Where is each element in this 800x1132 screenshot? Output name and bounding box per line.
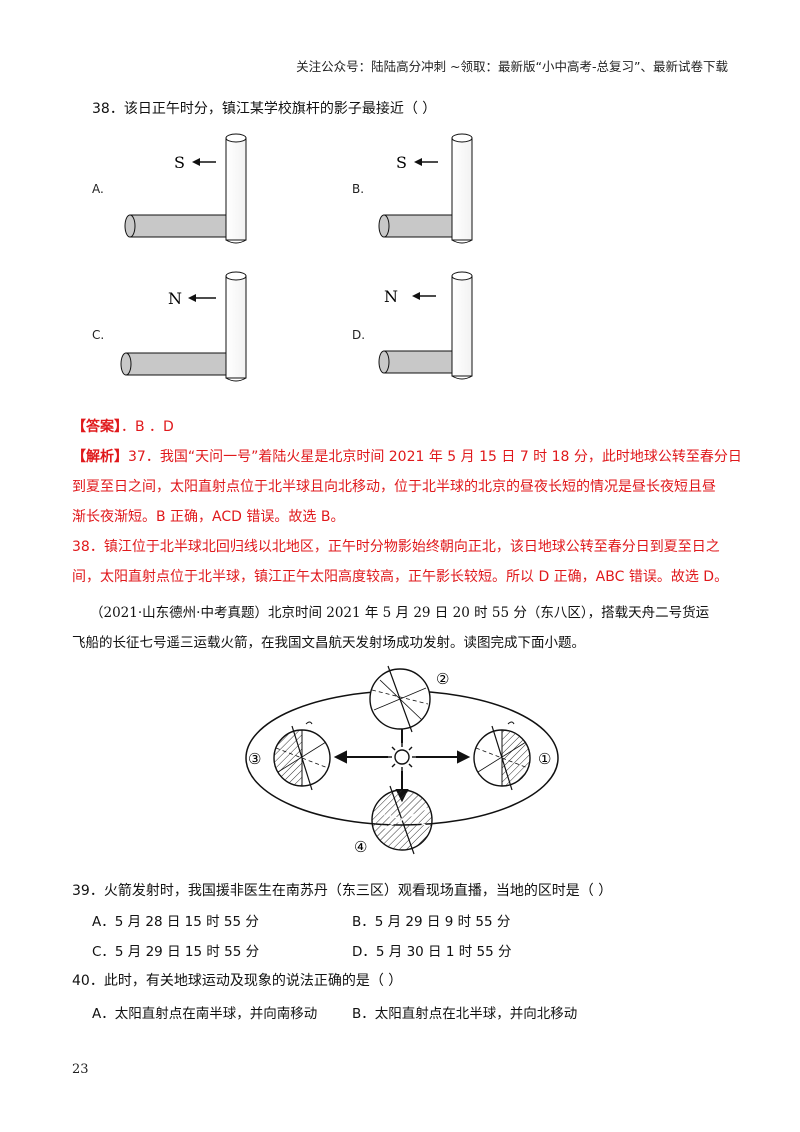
q39-option-d[interactable]: D．5 月 30 日 1 时 55 分 [352, 944, 512, 960]
pole-base [225, 239, 247, 244]
shadow-end [120, 352, 132, 376]
option-d-figure: N [378, 271, 473, 380]
shadow-end [378, 214, 390, 238]
pole-base [451, 375, 473, 380]
pole-top [451, 271, 473, 281]
position-label-2: ② [436, 670, 449, 688]
page-number: 23 [72, 1062, 89, 1077]
option-d-label[interactable]: D. [352, 328, 366, 342]
q40-option-b[interactable]: B．太阳直射点在北半球，并向北移动 [352, 1006, 578, 1022]
analysis-text: 37．我国“天问一号”着陆火星是北京时间 2021 年 5 月 15 日 7 时… [128, 449, 742, 465]
position-label-4: ④ [354, 838, 367, 856]
shadow-end [378, 350, 390, 374]
flagpole [225, 137, 247, 241]
option-b-figure: S [378, 133, 473, 244]
direction-label: S [174, 153, 185, 172]
shadow-bar [125, 352, 229, 376]
analysis-block: 【解析】37．我国“天问一号”着陆火星是北京时间 2021 年 5 月 15 日… [72, 442, 742, 592]
shadow-bar [383, 350, 455, 374]
q39-option-a[interactable]: A．5 月 28 日 15 时 55 分 [92, 914, 259, 930]
intro-line-1: （2021·山东德州·中考真题）北京时间 2021 年 5 月 29 日 20 … [90, 605, 710, 621]
answer-text: ．B ．D [121, 419, 174, 435]
page-header: 关注公众号：陆陆高分冲刺 ~领取：最新版“小中高考-总复习”、最新试卷下载 [296, 59, 728, 74]
question-39: 39．火箭发射时，我国援非医生在南苏丹（东三区）观看现场直播，当地的区时是（ ） [72, 883, 613, 899]
direction-label: N [168, 289, 182, 308]
arrow-head [412, 292, 420, 300]
arrow-head [192, 158, 200, 166]
earth-position-1 [473, 721, 531, 791]
pole-top [225, 271, 247, 281]
pole-base [451, 239, 473, 244]
intro-line-2: 飞船的长征七号遥三运载火箭，在我国文昌航天发射场成功发射。读图完成下面小题。 [72, 635, 585, 651]
option-c-label[interactable]: C. [92, 328, 105, 342]
analysis-line-3: 渐长夜渐短。B 正确，ACD 错误。故选 B。 [72, 509, 345, 525]
earth-orbit-diagram: ② ① ③ ④ [245, 665, 559, 856]
flagpole [451, 137, 473, 241]
option-c-figure: N [120, 271, 247, 382]
pole-base [225, 377, 247, 382]
direction-label: S [396, 153, 407, 172]
question-40: 40．此时，有关地球运动及现象的说法正确的是（ ） [72, 973, 403, 989]
q39-option-b[interactable]: B．5 月 29 日 9 时 55 分 [352, 914, 511, 930]
analysis-line-5: 间，太阳直射点位于北半球，镇江正午太阳高度较高，正午影长较短。所以 D 正确，A… [72, 569, 729, 585]
question-38: 38．该日正午时分，镇江某学校旗杆的影子最接近（ ） [92, 101, 437, 117]
pole-top [225, 133, 247, 143]
analysis-line-4: 38．镇江位于北半球北回归线以北地区，正午时分物影始终朝向正北，该日地球公转至春… [72, 539, 720, 555]
answer-tag: 【答案】 [72, 419, 121, 435]
position-label-1: ① [538, 750, 551, 768]
q40-option-a[interactable]: A．太阳直射点在南半球，并向南移动 [92, 1006, 318, 1022]
earth-position-4 [371, 785, 433, 855]
earth-position-2 [369, 665, 431, 733]
analysis-line-2: 到夏至日之间，太阳直射点位于北半球且向北移动，位于北半球的北京的昼夜长短的情况是… [72, 479, 716, 495]
option-b-label[interactable]: B. [352, 182, 365, 196]
shadow-end [124, 214, 136, 238]
direction-label: N [384, 287, 398, 306]
answer-line: 【答案】．B ．D [72, 412, 174, 442]
option-a-figure: S [124, 133, 247, 244]
analysis-tag: 【解析】 [72, 449, 128, 465]
flagpole [451, 275, 473, 377]
position-label-3: ③ [248, 750, 261, 768]
pole-top [451, 133, 473, 143]
sun-icon [388, 743, 416, 771]
flagpole [225, 275, 247, 379]
arrow-head [414, 158, 422, 166]
analysis-line-1: 【解析】37．我国“天问一号”着陆火星是北京时间 2021 年 5 月 15 日… [72, 442, 742, 472]
option-a-label[interactable]: A. [92, 182, 104, 196]
shadow-bar [383, 214, 455, 238]
arrow-head [188, 294, 196, 302]
q39-option-c[interactable]: C．5 月 29 日 15 时 55 分 [92, 944, 260, 960]
earth-position-3 [273, 721, 331, 791]
shadow-bar [129, 214, 229, 238]
